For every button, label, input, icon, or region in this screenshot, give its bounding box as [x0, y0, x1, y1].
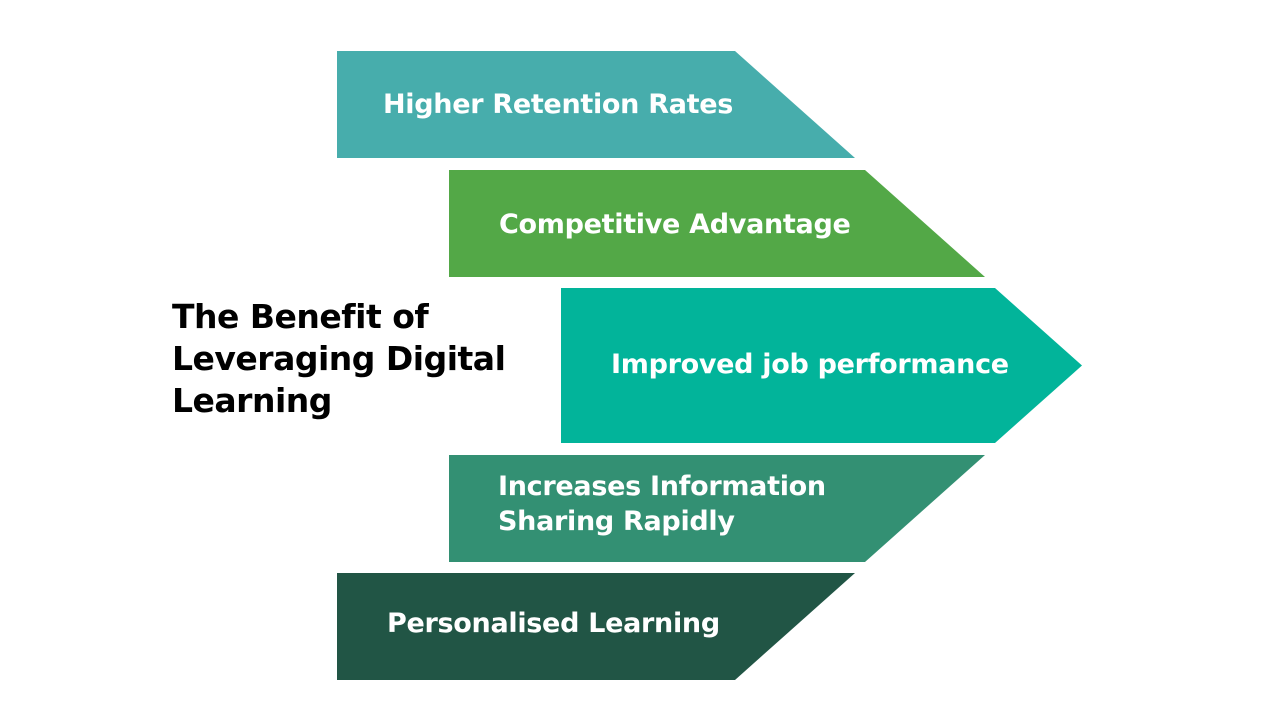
arrow-shape-icon [337, 51, 855, 158]
benefit-label: Improved job performance [611, 349, 1009, 380]
benefit-arrow-personalised-learning: Personalised Learning [337, 573, 855, 680]
title-line-2: Leveraging Digital [172, 339, 506, 378]
diagram-title: The Benefit of Leveraging Digital Learni… [172, 296, 532, 422]
arrow-shape-icon [449, 455, 985, 562]
arrow-shape-icon [561, 288, 1082, 443]
title-line-1: The Benefit of [172, 297, 429, 336]
benefit-label-line-2: Sharing Rapidly [498, 506, 735, 537]
arrow-shape-icon [449, 170, 985, 277]
title-line-3: Learning [172, 381, 332, 420]
benefit-label: Higher Retention Rates [383, 89, 734, 120]
arrow-shape-icon [337, 573, 855, 680]
benefit-arrow-competitive-advantage: Competitive Advantage [449, 170, 985, 277]
benefit-label: Competitive Advantage [499, 209, 851, 240]
benefit-arrow-higher-retention: Higher Retention Rates [337, 51, 855, 158]
benefit-label: Increases Information Sharing Rapidly [498, 469, 826, 539]
benefit-label-line-1: Increases Information [498, 471, 826, 502]
benefit-label: Personalised Learning [387, 608, 720, 639]
benefit-arrow-improved-job-performance: Improved job performance [561, 288, 1082, 443]
benefit-arrow-information-sharing: Increases Information Sharing Rapidly [449, 455, 985, 562]
